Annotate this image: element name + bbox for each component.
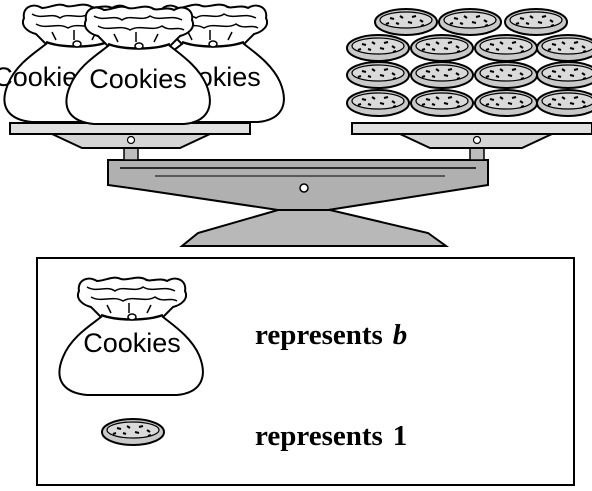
cookie-icon — [504, 8, 568, 36]
cookie-bag-label: Cookies — [89, 64, 187, 94]
cookie-icon — [536, 89, 592, 117]
right-pan-cookies — [346, 8, 592, 117]
cookie-icon — [410, 89, 474, 117]
scale-body — [51, 133, 553, 247]
cookie-icon — [438, 8, 502, 36]
cookie-icon — [346, 34, 410, 62]
right-pan — [351, 122, 592, 135]
cookie-icon — [410, 34, 474, 62]
legend-cookie-icon — [101, 418, 165, 446]
cookie-icon — [346, 89, 410, 117]
cookie-icon — [536, 34, 592, 62]
cookie-icon — [536, 61, 592, 89]
cookie-bag-icon: Cookies — [65, 5, 212, 126]
cookie-icon — [474, 34, 538, 62]
cookie-icon — [346, 61, 410, 89]
cookie-icon — [474, 89, 538, 117]
legend-bag-label: Cookies — [83, 328, 181, 358]
cookie-icon — [410, 61, 474, 89]
cookie-icon — [474, 61, 538, 89]
cookie-icon — [374, 8, 438, 36]
